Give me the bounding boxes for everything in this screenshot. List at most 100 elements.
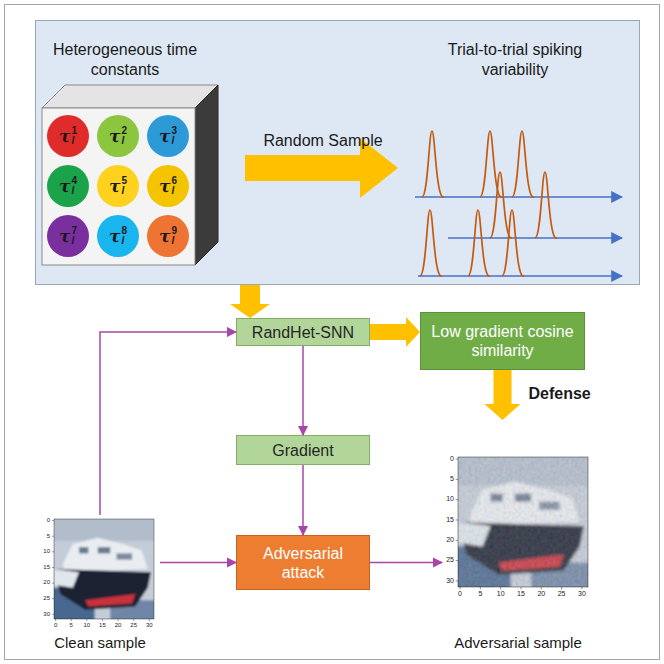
time-constant-circle: τ8l <box>97 215 139 257</box>
edge-label: Defense <box>529 385 591 403</box>
arrow-label: Random Sample <box>248 132 398 150</box>
index-stack: 4l <box>71 176 77 196</box>
tau-symbol: τ <box>109 126 120 146</box>
flow-arrow <box>302 465 304 535</box>
superscript: 1 <box>71 126 77 136</box>
image-caption: Adversarial sample <box>422 634 614 651</box>
axis-tick: 20 <box>108 622 128 629</box>
axis-tick: 0 <box>450 590 470 598</box>
tick-marks <box>456 459 582 589</box>
box-label: Low gradient cosine similarity <box>427 322 578 360</box>
block-arrow <box>370 317 420 347</box>
index-stack: 6l <box>171 176 177 196</box>
tau-symbol: τ <box>109 176 120 196</box>
axis-tick: 0 <box>46 622 66 629</box>
axis-tick: 20 <box>434 536 454 544</box>
superscript: 4 <box>71 176 77 186</box>
perturbation-noise <box>458 457 588 587</box>
axis-tick: 10 <box>30 548 50 555</box>
subscript: l <box>121 236 127 246</box>
superscript: 9 <box>171 226 177 236</box>
axis-tick: 10 <box>434 495 454 503</box>
axes-frame <box>54 519 154 619</box>
axis-tick: 15 <box>30 564 50 571</box>
axes-frame <box>458 457 588 587</box>
axis-tick: 25 <box>124 622 144 629</box>
subscript: l <box>71 236 77 246</box>
subscript: l <box>171 136 177 146</box>
tick-marks <box>52 521 150 622</box>
panel-heading: Heterogeneous time constants <box>50 40 200 80</box>
axis-tick: 5 <box>434 475 454 483</box>
block-arrow <box>230 285 270 318</box>
superscript: 2 <box>121 126 127 136</box>
axis-tick: 15 <box>511 590 531 598</box>
flow-arrow <box>160 562 236 564</box>
index-stack: 5l <box>121 176 127 196</box>
image-caption: Clean sample <box>20 634 180 651</box>
axis-tick: 15 <box>92 622 112 629</box>
axis-tick: 0 <box>30 517 50 524</box>
adversarial-image <box>458 457 588 587</box>
panel-heading: Trial-to-trial spiking variability <box>420 40 610 80</box>
subscript: l <box>121 136 127 146</box>
tau-symbol: τ <box>159 126 170 146</box>
subscript: l <box>171 186 177 196</box>
tau-symbol: τ <box>109 226 120 246</box>
tau-symbol: τ <box>159 176 170 196</box>
index-stack: 1l <box>71 126 77 146</box>
time-constant-circle: τ1l <box>47 115 89 157</box>
superscript: 6 <box>171 176 177 186</box>
box-label: Adversarial attack <box>243 544 363 582</box>
axis-tick: 30 <box>139 622 159 629</box>
axis-tick: 20 <box>30 579 50 586</box>
index-stack: 9l <box>171 226 177 246</box>
axis-tick: 5 <box>61 622 81 629</box>
process-box: Gradient <box>236 435 370 465</box>
tau-symbol: τ <box>59 176 70 196</box>
tau-symbol: τ <box>59 226 70 246</box>
box-label: Gradient <box>272 441 333 460</box>
top-panel: Heterogeneous time constants Trial-to-tri… <box>35 20 640 285</box>
subscript: l <box>171 236 177 246</box>
subscript: l <box>71 136 77 146</box>
cube-front <box>42 108 195 265</box>
tau-symbol: τ <box>159 226 170 246</box>
time-constant-circle: τ9l <box>147 215 189 257</box>
flow-arrow <box>100 332 236 515</box>
spike-trains <box>0 0 664 300</box>
axis-tick: 25 <box>552 590 572 598</box>
result-box: Low gradient cosine similarity <box>420 312 585 370</box>
box-label: RandHet-SNN <box>252 323 354 342</box>
index-stack: 2l <box>121 126 127 146</box>
time-constant-circle: τ6l <box>147 165 189 207</box>
axis-tick: 10 <box>77 622 97 629</box>
axis-tick: 30 <box>572 590 592 598</box>
axis-tick: 0 <box>434 455 454 463</box>
superscript: 5 <box>121 176 127 186</box>
index-stack: 8l <box>121 226 127 246</box>
time-axis <box>415 196 622 198</box>
attack-box: Adversarial attack <box>236 535 370 590</box>
index-stack: 3l <box>171 126 177 146</box>
axis-tick: 25 <box>434 556 454 564</box>
cube-side <box>195 85 218 265</box>
time-axis <box>418 275 622 277</box>
axis-tick: 5 <box>30 533 50 540</box>
cube-top <box>42 85 218 108</box>
time-constant-circle: τ7l <box>47 215 89 257</box>
cube-illustration <box>0 0 664 300</box>
process-box: RandHet-SNN <box>236 318 370 346</box>
subscript: l <box>71 186 77 196</box>
axis-tick: 15 <box>434 516 454 524</box>
superscript: 3 <box>171 126 177 136</box>
clean-image <box>54 519 154 619</box>
axis-tick: 30 <box>30 611 50 618</box>
superscript: 7 <box>71 226 77 236</box>
time-constant-circle: τ4l <box>47 165 89 207</box>
tau-symbol: τ <box>59 126 70 146</box>
time-constant-circle: τ3l <box>147 115 189 157</box>
axis-tick: 5 <box>470 590 490 598</box>
flow-arrow <box>370 562 442 564</box>
